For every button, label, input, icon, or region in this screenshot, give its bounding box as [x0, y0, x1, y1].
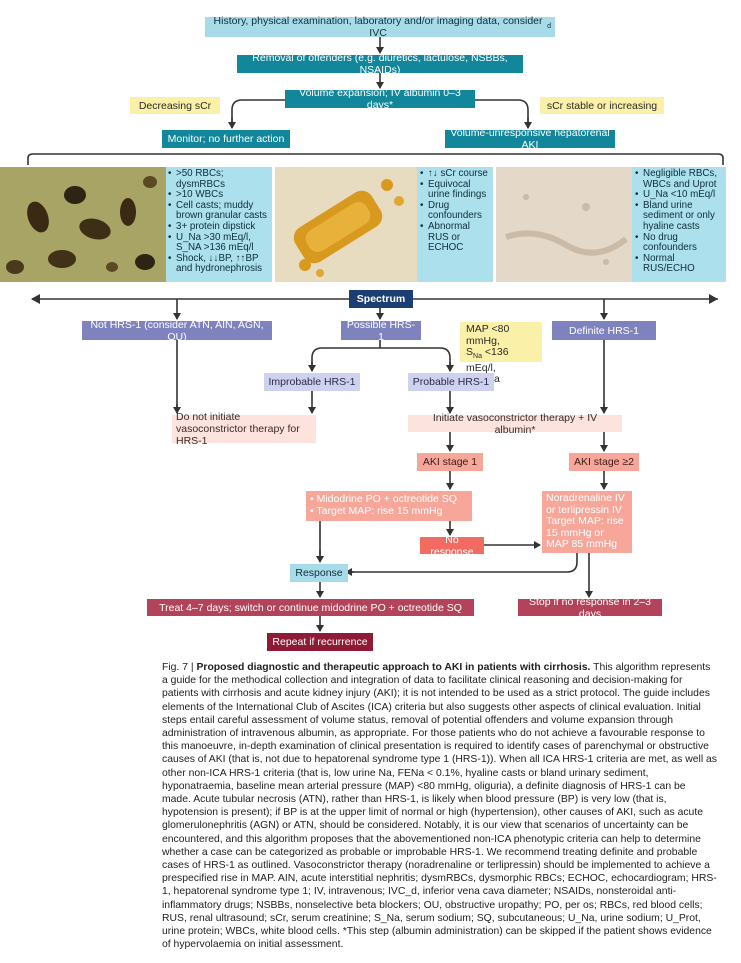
panel-possible-hrs: ↑↓ sCr course Equivocal urine findings D…	[275, 167, 493, 282]
scr-stable-label: sCr stable or increasing	[540, 97, 664, 114]
do-not-initiate-box: Do not initiate vasoconstrictor therapy …	[172, 411, 316, 447]
map-criteria-note: MAP <80 mmHg, SNa <136 mEq/l, oliguria	[460, 322, 542, 385]
decreasing-scr-label: Decreasing sCr	[130, 97, 220, 114]
possible-hrs-box: Possible HRS-1	[341, 319, 421, 343]
criterion: Negligible RBCs, WBCs and Uprot	[635, 168, 725, 190]
criterion: U_Na <10 mEq/l	[635, 190, 725, 201]
improbable-hrs-box: Improbable HRS-1	[264, 373, 360, 391]
panel-not-hrs-criteria: >50 RBCs; dysmRBCs >10 WBCs Cell casts; …	[168, 168, 270, 275]
panel-definite-hrs: Negligible RBCs, WBCs and Uprot U_Na <10…	[496, 167, 726, 282]
unresponsive-aki-box: Volume-unresponsive hepatorenal AKI	[445, 127, 615, 151]
panel-definite-hrs-criteria: Negligible RBCs, WBCs and Uprot U_Na <10…	[635, 168, 725, 275]
criterion: >10 WBCs	[168, 190, 270, 201]
urine-sediment-image-1	[0, 167, 166, 282]
figure-caption: Fig. 7 | Proposed diagnostic and therape…	[162, 661, 717, 951]
criterion: Abnormal RUS or ECHOC	[420, 221, 492, 254]
volume-expansion-box: Volume expansion; IV albumin 0–3 days*	[285, 87, 475, 111]
criterion: Equivocal urine findings	[420, 179, 492, 201]
aki-stage-1-box: AKI stage 1	[417, 453, 483, 471]
midodrine-box: • Midodrine PO + octreotide SQ • Target …	[306, 491, 472, 521]
criterion: Bland urine sediment or only hyaline cas…	[635, 200, 725, 233]
stop-box: Stop if no response in 2–3 days	[518, 596, 662, 620]
removal-box: Removal of offenders (e.g. diuretics, la…	[237, 52, 523, 76]
aki-stage-2-box: AKI stage ≥2	[569, 453, 639, 471]
figure-title: Proposed diagnostic and therapeutic appr…	[196, 662, 591, 673]
criterion: Normal RUS/ECHO	[635, 253, 725, 275]
not-hrs-box: Not HRS-1 (consider ATN, AIN, AGN, OU)	[82, 319, 272, 343]
criterion: Cell casts; muddy brown granular casts	[168, 200, 270, 222]
repeat-box: Repeat if recurrence	[267, 633, 373, 651]
criterion: ↑↓ sCr course	[420, 168, 492, 180]
figure-caption-body: This algorithm represents a guide for th…	[162, 662, 717, 951]
noradrenaline-box: Noradrenaline IV or terlipressin IV Targ…	[542, 491, 632, 553]
no-response-box: No response	[420, 534, 484, 558]
panel-possible-hrs-criteria: ↑↓ sCr course Equivocal urine findings D…	[420, 168, 492, 254]
spectrum-label: Spectrum	[349, 290, 413, 308]
criterion: No drug confounders	[635, 232, 725, 254]
criterion: Drug confounders	[420, 200, 492, 222]
criterion: Shock, ↓↓BP, ↑↑BP and hydronephrosis	[168, 253, 270, 275]
definite-hrs-box: Definite HRS-1	[552, 321, 656, 340]
criterion: U_Na >30 mEq/l, S_NA >136 mEq/l	[168, 232, 270, 254]
urine-sediment-image-3	[496, 167, 632, 282]
urine-sediment-image-2	[275, 167, 417, 282]
history-box: History, physical examination, laborator…	[205, 15, 555, 39]
probable-hrs-box: Probable HRS-1	[408, 373, 494, 391]
criterion: >50 RBCs; dysmRBCs	[168, 168, 270, 190]
criterion: 3+ protein dipstick	[168, 221, 270, 233]
initiate-therapy-box: Initiate vasoconstrictor therapy + IV al…	[408, 412, 622, 436]
monitor-box: Monitor; no further action	[162, 130, 290, 148]
treat-box: Treat 4–7 days; switch or continue midod…	[147, 599, 474, 616]
figure-number: Fig. 7 |	[162, 662, 197, 673]
panel-not-hrs: >50 RBCs; dysmRBCs >10 WBCs Cell casts; …	[0, 167, 272, 282]
response-box: Response	[290, 564, 348, 582]
